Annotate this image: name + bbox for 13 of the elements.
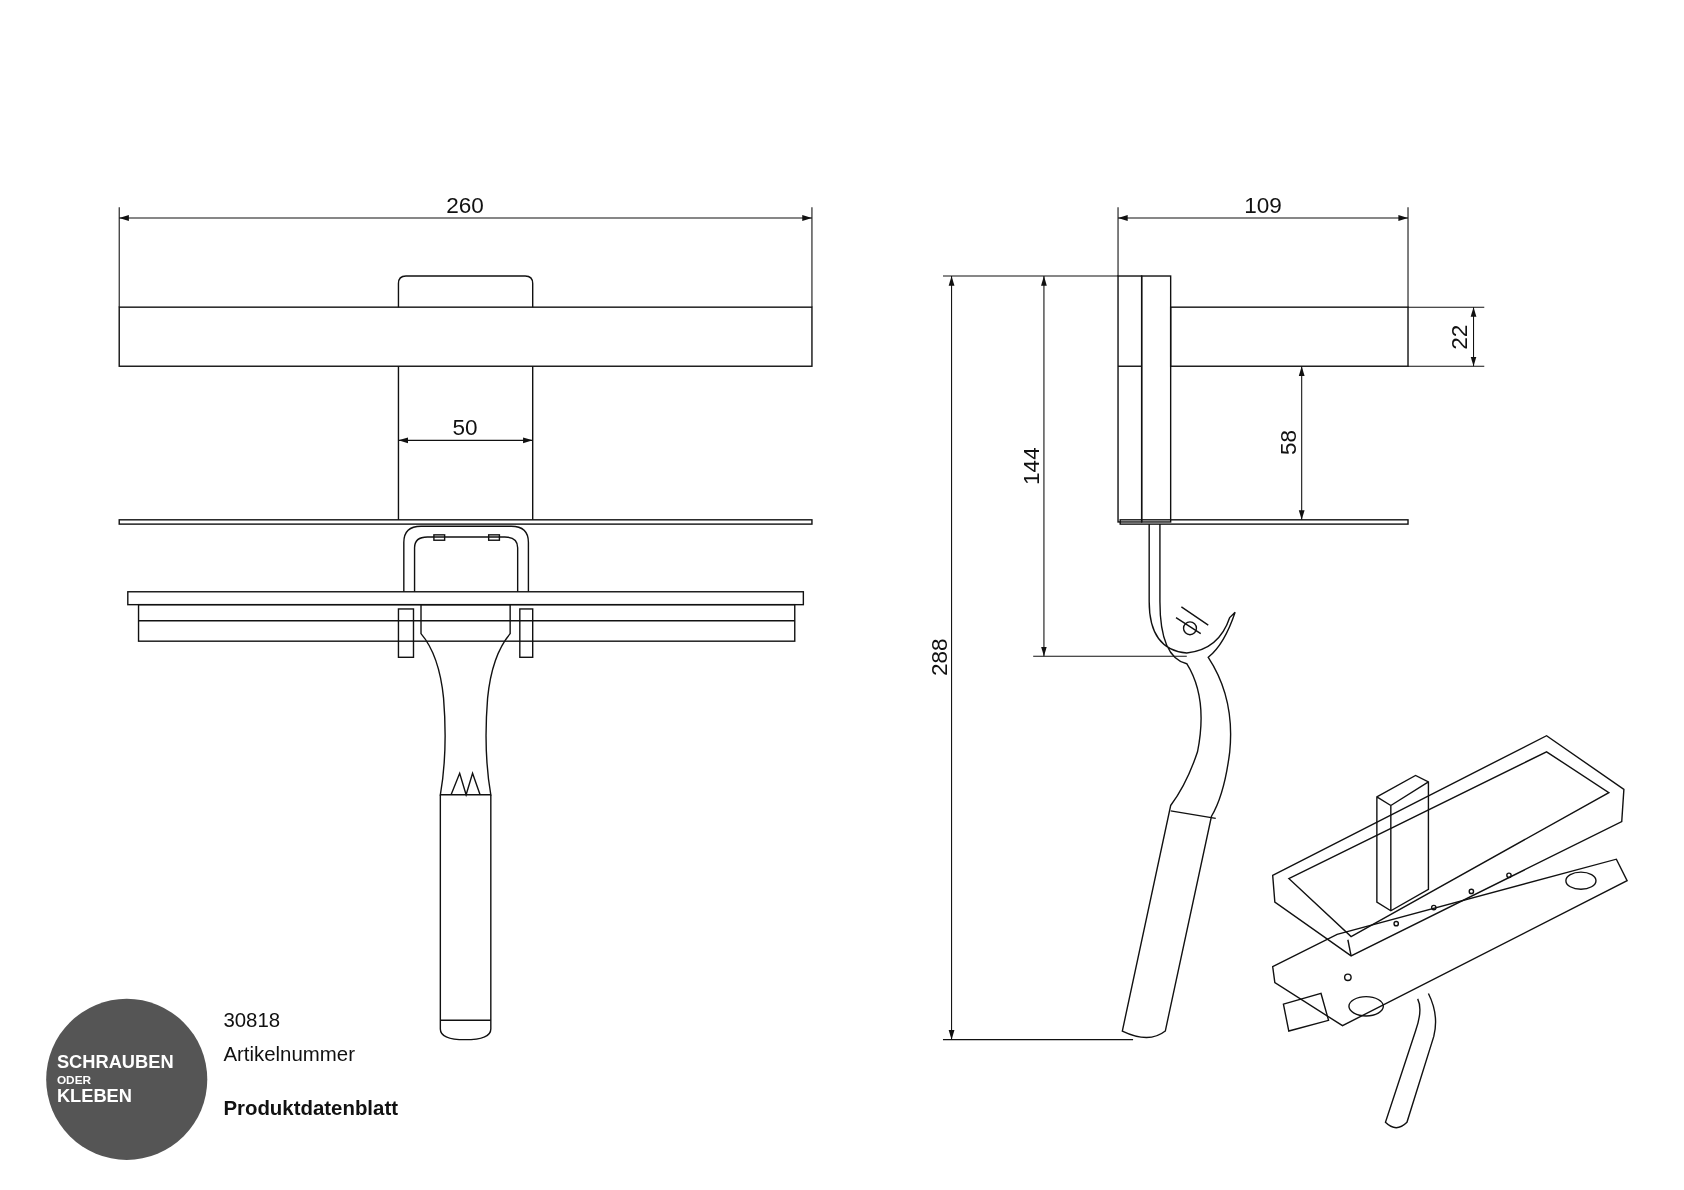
dimension-value: 58: [1276, 429, 1299, 456]
dimension-value: 288: [927, 638, 950, 677]
article-number: 30818: [223, 1009, 281, 1030]
badge-text: ODER: [56, 1072, 92, 1087]
dimension-value: 109: [1244, 193, 1282, 216]
badge-text: KLEBEN: [56, 1086, 132, 1108]
dimension-value: 260: [446, 193, 484, 216]
dimension-value: 144: [1019, 447, 1043, 485]
dimension-value: 50: [452, 415, 478, 439]
document-title: Produktdatenblatt: [223, 1097, 398, 1119]
dimension-value: 22: [1447, 324, 1470, 350]
badge-text: SCHRAUBEN: [56, 1051, 174, 1073]
article-number-label: Artikelnummer: [223, 1043, 355, 1065]
